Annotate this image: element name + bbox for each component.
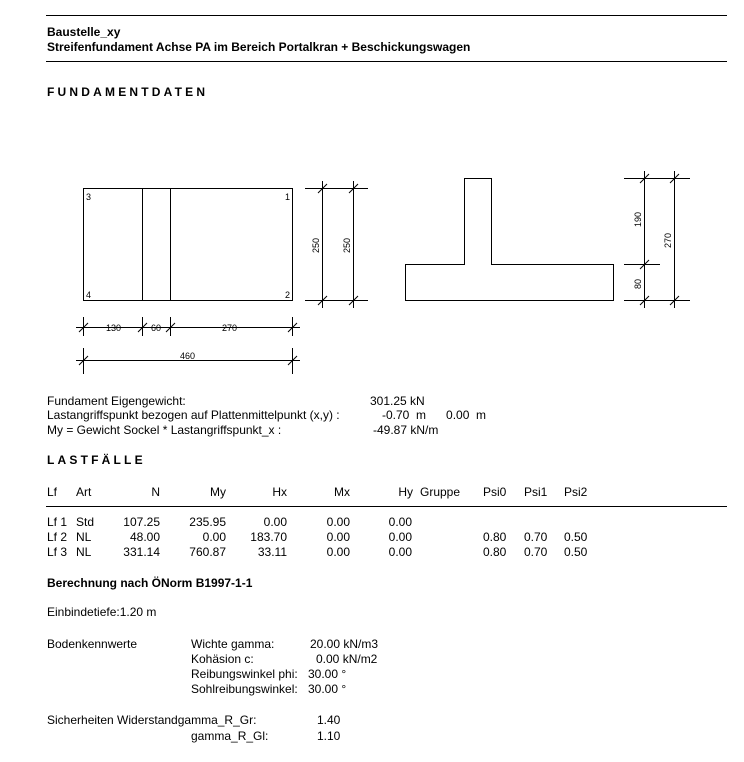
table-cell: 107.25 <box>123 515 160 529</box>
section-heading-fundamentdaten: FUNDAMENTDATEN <box>47 85 209 99</box>
col-header-hx: Hx <box>272 485 287 499</box>
dim-460: 460 <box>180 351 195 361</box>
table-cell: 331.14 <box>123 545 160 559</box>
boden-label-phi: Reibungswinkel phi: <box>191 667 298 681</box>
table-cell: 0.00 <box>388 530 412 544</box>
boden-label-wichte: Wichte gamma: <box>191 637 275 651</box>
table-cell: Lf 1 <box>47 515 68 529</box>
dim-270: 270 <box>222 323 237 333</box>
col-header-psi2: Psi2 <box>564 485 588 499</box>
table-cell: 33.11 <box>257 545 287 559</box>
info-label-point: Lastangriffspunkt bezogen auf Plattenmit… <box>47 408 340 422</box>
dim-130: 130 <box>106 323 121 333</box>
col-header-my: My <box>210 485 226 499</box>
table-cell: 0.80 <box>483 530 507 544</box>
boden-title: Bodenkennwerte <box>47 637 138 651</box>
boden-label-sohl: Sohlreibungswinkel: <box>191 682 298 696</box>
table-cell: 48.00 <box>129 530 160 544</box>
foundation-drawing: 3 1 4 2 130 60 270 460 250 250 190 80 27… <box>76 171 690 374</box>
table-cell: 760.87 <box>189 545 226 559</box>
plan-corner-4: 4 <box>86 290 91 300</box>
col-header-art: Art <box>76 485 92 499</box>
col-header-hy: Hy <box>398 485 413 499</box>
plan-socket <box>142 188 171 301</box>
header-rule <box>46 61 727 62</box>
plan-corner-3: 3 <box>86 192 91 202</box>
table-cell: 0.00 <box>263 515 287 529</box>
dim-250-b: 250 <box>342 238 352 253</box>
boden-value-phi: 30.00 ° <box>308 667 347 681</box>
info-label-moment: My = Gewicht Sockel * Lastangriffspunkt_… <box>47 423 282 437</box>
table-cell: 0.00 <box>388 545 412 559</box>
info-label-weight: Fundament Eigengewicht: <box>47 394 186 408</box>
section-heading-lastfaelle: LASTFÄLLE <box>47 453 146 467</box>
boden-label-kohaesion: Kohäsion c: <box>191 652 254 666</box>
table-cell: 235.95 <box>189 515 226 529</box>
table-cell: 183.70 <box>250 530 287 544</box>
table-cell: 0.00 <box>388 515 412 529</box>
plan-corner-1: 1 <box>285 192 290 202</box>
sicherheiten-value-gr: 1.40 <box>317 713 341 727</box>
sicherheiten-label-gl: gamma_R_Gl: <box>191 729 269 743</box>
section-outline <box>405 178 614 301</box>
einbindetiefe: Einbindetiefe:1.20 m <box>47 605 157 619</box>
table-cell: Lf 2 <box>47 530 68 544</box>
col-header-mx: Mx <box>334 485 350 499</box>
sicherheiten-value-gl: 1.10 <box>317 729 341 743</box>
table-cell: 0.50 <box>564 530 588 544</box>
col-header-gruppe: Gruppe <box>420 485 461 499</box>
dim-80: 80 <box>633 279 643 289</box>
col-header-psi0: Psi0 <box>483 485 507 499</box>
dim-270-section: 270 <box>663 233 673 248</box>
table-cell: 0.70 <box>524 530 548 544</box>
boden-value-sohl: 30.00 ° <box>308 682 347 696</box>
boden-value-wichte: 20.00 kN/m3 <box>310 637 379 651</box>
info-value-moment: -49.87 kN/m <box>373 423 439 437</box>
table-cell: 0.00 <box>326 530 350 544</box>
table-cell: NL <box>76 545 92 559</box>
dim-250-a: 250 <box>311 238 321 253</box>
info-value-point: -0.70 m 0.00 m <box>382 408 487 422</box>
table-cell: 0.00 <box>326 545 350 559</box>
plan-corner-2: 2 <box>285 290 290 300</box>
dim-60: 60 <box>151 323 161 333</box>
table-cell: 0.00 <box>326 515 350 529</box>
table-cell: 0.70 <box>524 545 548 559</box>
table-cell: NL <box>76 530 92 544</box>
calc-title: Berechnung nach ÖNorm B1997-1-1 <box>47 576 253 590</box>
col-header-n: N <box>151 485 160 499</box>
boden-value-kohaesion: 0.00 kN/m2 <box>316 652 378 666</box>
plan-outline <box>83 188 293 301</box>
project-title: Baustelle_xy <box>47 25 121 39</box>
table-cell: 0.80 <box>483 545 507 559</box>
col-header-psi1: Psi1 <box>524 485 548 499</box>
top-rule <box>46 15 727 16</box>
table-rule <box>46 506 727 507</box>
dim-190: 190 <box>633 212 643 227</box>
table-cell: 0.50 <box>564 545 588 559</box>
col-header-lf: Lf <box>47 485 58 499</box>
table-cell: Lf 3 <box>47 545 68 559</box>
info-value-weight: 301.25 kN <box>370 394 425 408</box>
sicherheiten-title: Sicherheiten Widerstandgamma_R_Gr: <box>47 713 257 727</box>
table-cell: 0.00 <box>202 530 226 544</box>
page-subtitle: Streifenfundament Achse PA im Bereich Po… <box>47 40 471 54</box>
table-cell: Std <box>76 515 95 529</box>
